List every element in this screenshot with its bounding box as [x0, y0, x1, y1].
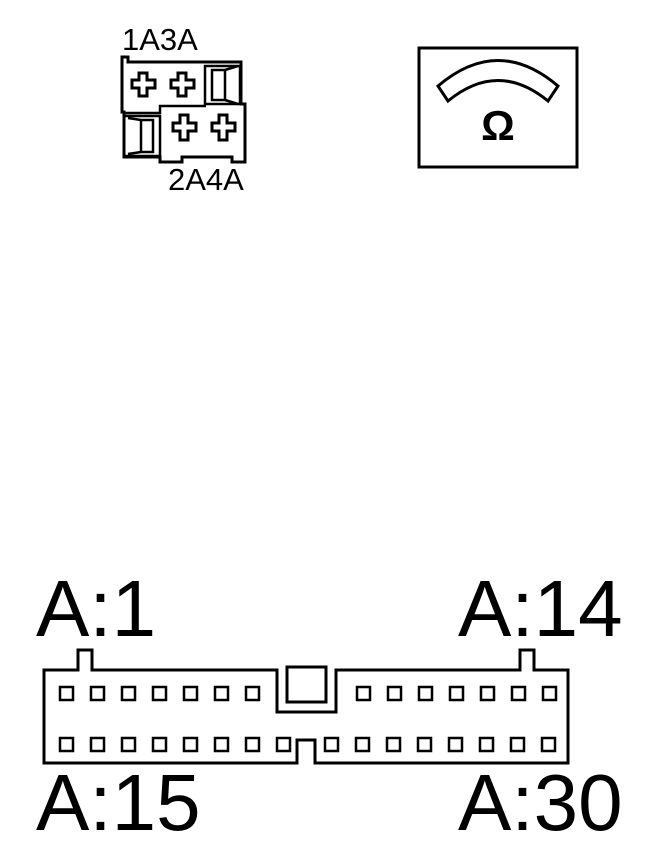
relay-terminal-4: [210, 113, 237, 142]
pin-cavity-26: [416, 736, 433, 753]
pin-cavity-17: [120, 736, 137, 753]
pin-cavity-10: [417, 685, 434, 702]
pin-cavity-30: [540, 736, 557, 753]
pin-cavity-15: [58, 736, 75, 753]
pin-cavity-27: [447, 736, 464, 753]
pin-label-a30: A:30: [458, 758, 623, 847]
pin-label-a15: A:15: [36, 758, 201, 847]
relay-terminal-2: [171, 113, 198, 142]
pin-cavity-19: [182, 736, 199, 753]
relay-label-bottom: 2A4A: [168, 162, 244, 197]
pin-label-a14: A:14: [458, 564, 623, 653]
connector-housing: [42, 648, 570, 765]
pin-cavity-4: [151, 685, 168, 702]
relay-terminal-3: [169, 71, 196, 98]
pins-top-row: [58, 685, 558, 702]
pin-cavity-13: [510, 685, 527, 702]
pin-cavity-12: [479, 685, 496, 702]
pin-cavity-28: [478, 736, 495, 753]
pin-cavity-25: [385, 736, 402, 753]
pin-cavity-9: [386, 685, 403, 702]
pin-cavity-18: [151, 736, 168, 753]
pin-cavity-7: [244, 685, 261, 702]
pin-cavity-24: [354, 736, 371, 753]
pin-cavity-22: [275, 736, 292, 753]
relay-label-top: 1A3A: [122, 22, 198, 57]
pin-cavity-21: [244, 736, 261, 753]
pin-cavity-1: [58, 685, 75, 702]
ohmmeter-icon: Ω: [417, 46, 579, 169]
pin-label-a1: A:1: [36, 564, 156, 653]
relay-clip-right: [203, 64, 242, 106]
relay-block: 1A3A 2A4: [120, 22, 247, 197]
pin-cavity-16: [89, 736, 106, 753]
pin-cavity-29: [509, 736, 526, 753]
ohm-symbol: Ω: [481, 102, 515, 149]
connector-lock-tab: [285, 665, 328, 704]
pin-cavity-14: [541, 685, 558, 702]
connector: A:1 A:14 A:15 A:30: [36, 564, 623, 847]
pin-cavity-2: [89, 685, 106, 702]
pin-cavity-11: [448, 685, 465, 702]
relay-terminal-1: [130, 71, 157, 98]
pin-cavity-6: [213, 685, 230, 702]
relay-clip-left: [122, 114, 162, 158]
pin-cavity-3: [120, 685, 137, 702]
pins-bottom-row: [58, 736, 557, 753]
pin-cavity-8: [355, 685, 372, 702]
pin-cavity-5: [182, 685, 199, 702]
pin-cavity-20: [213, 736, 230, 753]
pin-cavity-23: [323, 736, 340, 753]
